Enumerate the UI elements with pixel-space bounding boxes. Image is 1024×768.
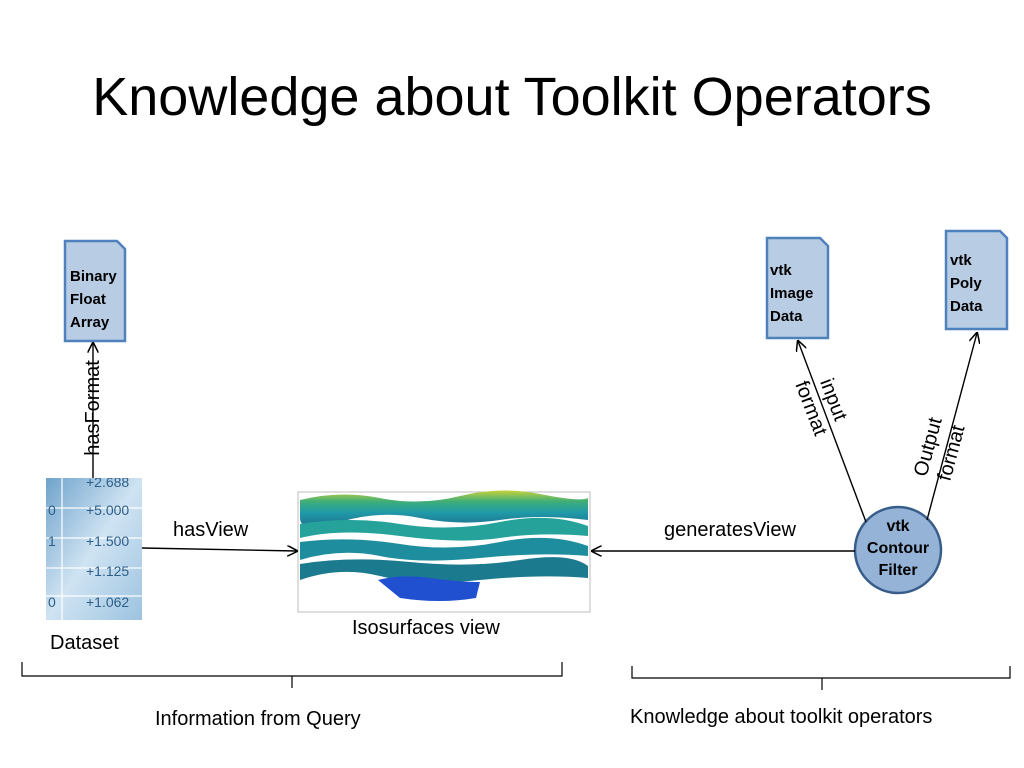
has-view-label: hasView xyxy=(173,519,249,541)
contour-filter-label: vtk Contour Filter xyxy=(866,518,930,579)
vtk-image-data-label: vtk Image Data xyxy=(770,262,814,325)
binary-float-array-label: Binary Float Array xyxy=(70,268,117,331)
isosurfaces-caption: Isosurfaces view xyxy=(352,617,500,639)
vtk-image-data-doc xyxy=(765,236,830,340)
left-group-caption: Information from Query xyxy=(155,708,361,730)
dataset-caption: Dataset xyxy=(50,632,119,654)
dataset-cell: +2.688 xyxy=(86,478,130,490)
right-group-brace xyxy=(631,666,1011,690)
binary-float-array-doc xyxy=(63,239,127,343)
vtk-poly-data-doc xyxy=(944,229,1009,331)
has-view-arrow xyxy=(141,548,297,551)
has-format-label: hasFormat xyxy=(82,360,104,456)
dataset-index: 0 xyxy=(48,594,56,610)
isosurfaces-image xyxy=(297,490,591,613)
output-format-arrow xyxy=(926,333,977,521)
vtk-poly-data-label: vtk Poly Data xyxy=(950,252,983,315)
left-group-brace xyxy=(21,662,563,688)
dataset-cell: +1.062 xyxy=(86,594,130,610)
input-format-arrow xyxy=(798,341,867,523)
dataset-index: 1 xyxy=(48,533,56,549)
dataset-index: 0 xyxy=(48,502,56,518)
dataset-cell: +1.125 xyxy=(86,563,130,579)
dataset-image xyxy=(46,478,142,620)
dataset-cell: +1.500 xyxy=(86,533,130,549)
dataset-cell: +5.000 xyxy=(86,502,130,518)
page-title: Knowledge about Toolkit Operators xyxy=(92,67,932,127)
contour-filter-node xyxy=(853,505,943,595)
dataset-cells: +2.688 +5.000 +1.500 +1.125 +1.062 0 1 0 xyxy=(46,478,142,620)
generates-view-label: generatesView xyxy=(664,519,796,541)
right-group-caption: Knowledge about toolkit operators xyxy=(630,706,933,728)
